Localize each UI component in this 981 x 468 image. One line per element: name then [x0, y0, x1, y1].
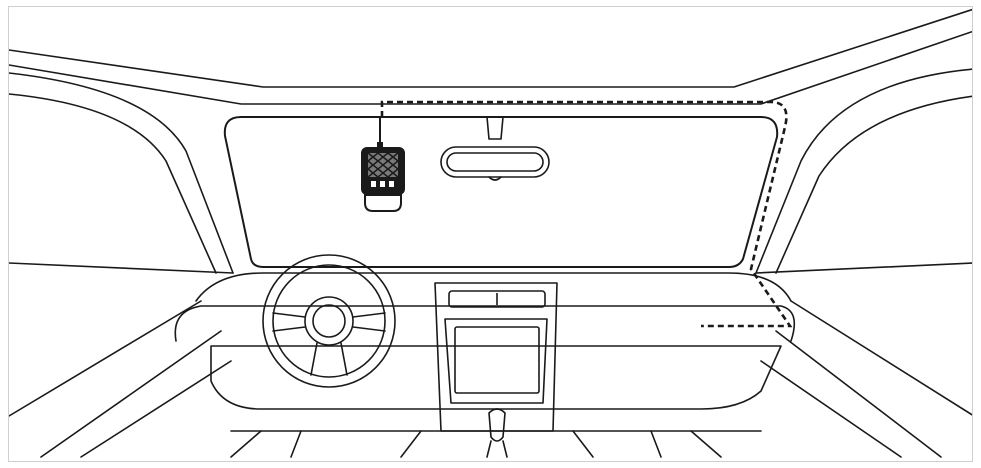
illustration-frame — [8, 6, 973, 462]
windshield — [223, 116, 779, 268]
left-door-panel — [9, 300, 232, 458]
right-a-pillar-outer — [755, 68, 972, 274]
cable-route — [380, 100, 793, 328]
car-interior-diagram — [9, 8, 972, 458]
headliner-inner-line — [9, 30, 972, 105]
dashboard-top-edge — [9, 262, 972, 274]
dashcam-icon — [361, 117, 405, 212]
dashboard-face — [174, 305, 796, 342]
right-a-pillar-inner — [775, 95, 972, 274]
lower-console — [230, 430, 722, 458]
dashboard-lower — [210, 345, 782, 410]
left-a-pillar-outer — [9, 72, 234, 274]
headliner-outline — [9, 8, 972, 88]
right-door-panel — [760, 300, 972, 458]
gear-shifter-icon — [486, 408, 508, 458]
rearview-mirror-icon — [440, 116, 550, 181]
dashboard-top — [195, 272, 792, 302]
steering-wheel-icon — [262, 254, 396, 388]
left-a-pillar-inner — [9, 93, 217, 274]
